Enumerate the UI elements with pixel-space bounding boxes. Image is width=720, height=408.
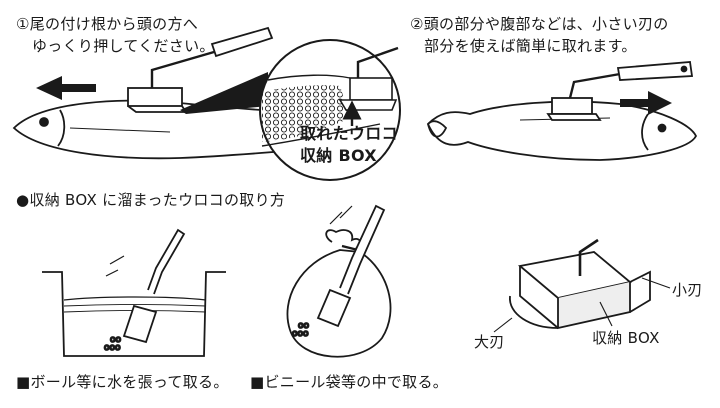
svg-text:ooo: ooo xyxy=(292,329,309,339)
scaler-tool-icon xyxy=(127,26,274,113)
zoom-beam xyxy=(180,72,268,114)
callout-line2: 収納 BOX xyxy=(300,146,377,165)
step2-line2: 部分を使えば簡単に取れます。 xyxy=(424,37,637,55)
step1-line1: ①尾の付け根から頭の方へ xyxy=(16,15,199,33)
step1-line2: ゆっくり押してください。 xyxy=(32,37,215,55)
callout-line1: 取れたウロコ xyxy=(300,124,398,143)
label-large-blade: 大刃 xyxy=(474,333,505,351)
label-small-blade: 小刃 xyxy=(672,281,703,299)
left-arrow-icon xyxy=(36,76,96,100)
method1-caption: ■ボール等に水を張って取る。 xyxy=(16,373,229,391)
scaler-tool-icon-right xyxy=(546,61,694,121)
blade-box-diagram xyxy=(509,238,651,330)
circled-1-icon: ① xyxy=(16,15,30,33)
leader-lines xyxy=(493,277,671,333)
scaler-tool-icon-bowl: ooo oo xyxy=(103,228,186,354)
section-title: ●収納 BOX に溜まったウロコの取り方 xyxy=(16,191,286,209)
method2-caption: ■ビニール袋等の中で取る。 xyxy=(250,373,449,391)
svg-text:ooo: ooo xyxy=(104,343,121,353)
svg-text:oo: oo xyxy=(110,335,122,345)
right-arrow-icon xyxy=(620,91,672,115)
circled-2-icon: ② xyxy=(410,15,424,33)
scaler-tool-icon-bag: ooo oo xyxy=(291,204,386,340)
label-storage-box: 収納 BOX xyxy=(592,329,660,347)
svg-text:oo: oo xyxy=(298,321,310,331)
step2-line1: ②頭の部分や腹部などは、小さい刃の xyxy=(410,15,669,33)
fish-icon xyxy=(12,99,302,160)
